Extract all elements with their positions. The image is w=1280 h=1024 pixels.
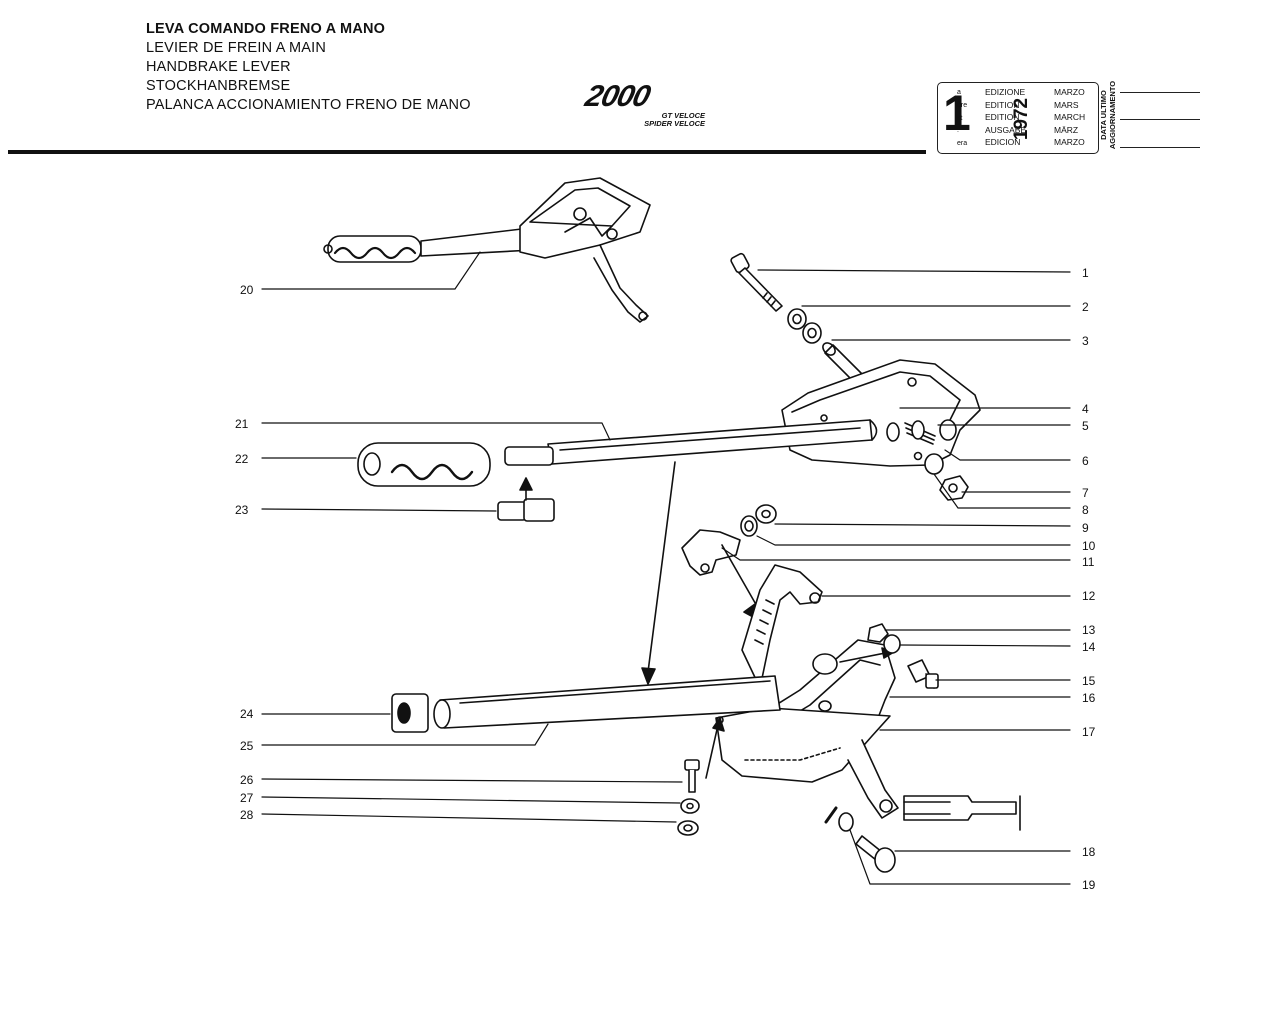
model-line-2: SPIDER VELOCE xyxy=(644,119,705,128)
callout-26: 26 xyxy=(240,773,254,787)
callout-13: 13 xyxy=(1082,623,1096,637)
edition-month: MÄRZ xyxy=(1054,124,1079,135)
callout-19: 19 xyxy=(1082,878,1096,892)
washer-2 xyxy=(787,308,807,330)
nut-7 xyxy=(939,475,969,501)
callout-9: 9 xyxy=(1082,521,1089,535)
callout-4: 4 xyxy=(1082,402,1089,416)
callout-12: 12 xyxy=(1082,589,1096,603)
edition-sup-4: . xyxy=(957,127,959,134)
clevis-rod xyxy=(824,795,1021,831)
callout-1: 1 xyxy=(1082,266,1089,280)
callout-20: 20 xyxy=(240,283,254,297)
title-english: HANDBRAKE LEVER xyxy=(146,59,291,75)
washer-2b xyxy=(802,322,822,344)
washer-19 xyxy=(838,812,854,832)
lower-bracket xyxy=(715,639,899,819)
ratchet-sector-12 xyxy=(741,564,823,689)
edition-months: MARZO MARS MARCH MÄRZ MARZO xyxy=(1054,86,1085,149)
edition-month: MARCH xyxy=(1054,112,1086,123)
update-line xyxy=(1120,92,1200,93)
edition-box: 1 a ère st . era EDIZIONE EDITION EDITIO… xyxy=(937,82,1099,154)
callout-3: 3 xyxy=(1082,334,1089,348)
edition-label: EDIZIONE xyxy=(985,87,1026,97)
assembly-arrow xyxy=(647,461,676,673)
edition-number: 1 xyxy=(943,85,971,141)
tube-25 xyxy=(433,675,781,729)
edition-sup-1: a xyxy=(957,89,961,96)
title-block: LEVA COMANDO FRENO A MANO LEVIER DE FREI… xyxy=(146,20,471,115)
nut-13 xyxy=(867,623,889,643)
bolt-26 xyxy=(684,759,700,793)
bolt-1 xyxy=(730,252,783,312)
clevis-pin-18 xyxy=(855,835,896,873)
callout-5: 5 xyxy=(1082,419,1089,433)
model-logo: 2000 GT VELOCE SPIDER VELOCE xyxy=(582,80,711,132)
edition-month: MARZO xyxy=(1054,87,1085,97)
callout-28: 28 xyxy=(240,808,254,822)
callout-22: 22 xyxy=(235,452,249,466)
washer-14 xyxy=(883,634,901,654)
title-italian: LEVA COMANDO FRENO A MANO xyxy=(146,21,386,37)
callout-25: 25 xyxy=(240,739,254,753)
edition-sup-3: st xyxy=(957,115,963,122)
edition-sup-2: ère xyxy=(957,102,968,109)
edition-labels: EDIZIONE EDITION EDITION AUSGABE EDICION xyxy=(985,86,1026,149)
callout-21: 21 xyxy=(235,417,249,431)
bolt-arrow xyxy=(705,724,719,779)
title-german: STOCKHANBREMSE xyxy=(146,78,291,94)
title-spanish: PALANCA ACCIONAMIENTO FRENO DE MANO xyxy=(146,97,471,113)
end-cap-24 xyxy=(391,693,429,733)
leader-lines-right xyxy=(721,269,1071,885)
callout-18: 18 xyxy=(1082,845,1096,859)
leader-lines-left xyxy=(261,251,683,823)
washer-9 xyxy=(755,504,777,524)
callout-2: 2 xyxy=(1082,300,1089,314)
header-rule xyxy=(8,150,926,154)
edition-sup-5: era xyxy=(957,140,968,147)
edition-label: EDITION xyxy=(985,99,1020,110)
callout-24: 24 xyxy=(240,707,254,721)
update-line xyxy=(1120,119,1200,120)
edition-label: EDICION xyxy=(985,137,1021,148)
callout-14: 14 xyxy=(1082,640,1096,654)
callout-16: 16 xyxy=(1082,691,1096,705)
lockwasher-27 xyxy=(680,798,700,814)
callout-27: 27 xyxy=(240,791,254,805)
washer-8 xyxy=(924,453,944,475)
update-line xyxy=(1120,147,1200,148)
edition-month: MARS xyxy=(1054,99,1079,110)
washer-28 xyxy=(677,820,699,836)
callout-17: 17 xyxy=(1082,725,1096,739)
title-french: LEVIER DE FREIN A MAIN xyxy=(146,40,327,56)
edition-month: MARZO xyxy=(1054,137,1085,148)
callout-15: 15 xyxy=(1082,674,1096,688)
pushbutton-23 xyxy=(497,477,555,522)
grip-22 xyxy=(357,442,491,487)
callout-23: 23 xyxy=(235,503,249,517)
callout-numbers: 1 2 3 4 5 6 7 8 9 10 11 12 13 14 15 16 1… xyxy=(235,266,1096,892)
edition-label: EDITION xyxy=(985,112,1020,123)
callout-11: 11 xyxy=(1082,555,1095,569)
model-line-1: GT VELOCE xyxy=(661,111,705,120)
lever-rod-21 xyxy=(504,419,878,466)
washer-10 xyxy=(740,515,758,537)
callout-7: 7 xyxy=(1082,486,1089,500)
callout-6: 6 xyxy=(1082,454,1089,468)
callout-10: 10 xyxy=(1082,539,1096,553)
upper-bracket xyxy=(781,359,981,467)
edition-label: AUSGABE xyxy=(985,124,1027,135)
callout-8: 8 xyxy=(1082,503,1089,517)
assembled-lever xyxy=(323,177,651,323)
bolt-15 xyxy=(907,659,939,689)
